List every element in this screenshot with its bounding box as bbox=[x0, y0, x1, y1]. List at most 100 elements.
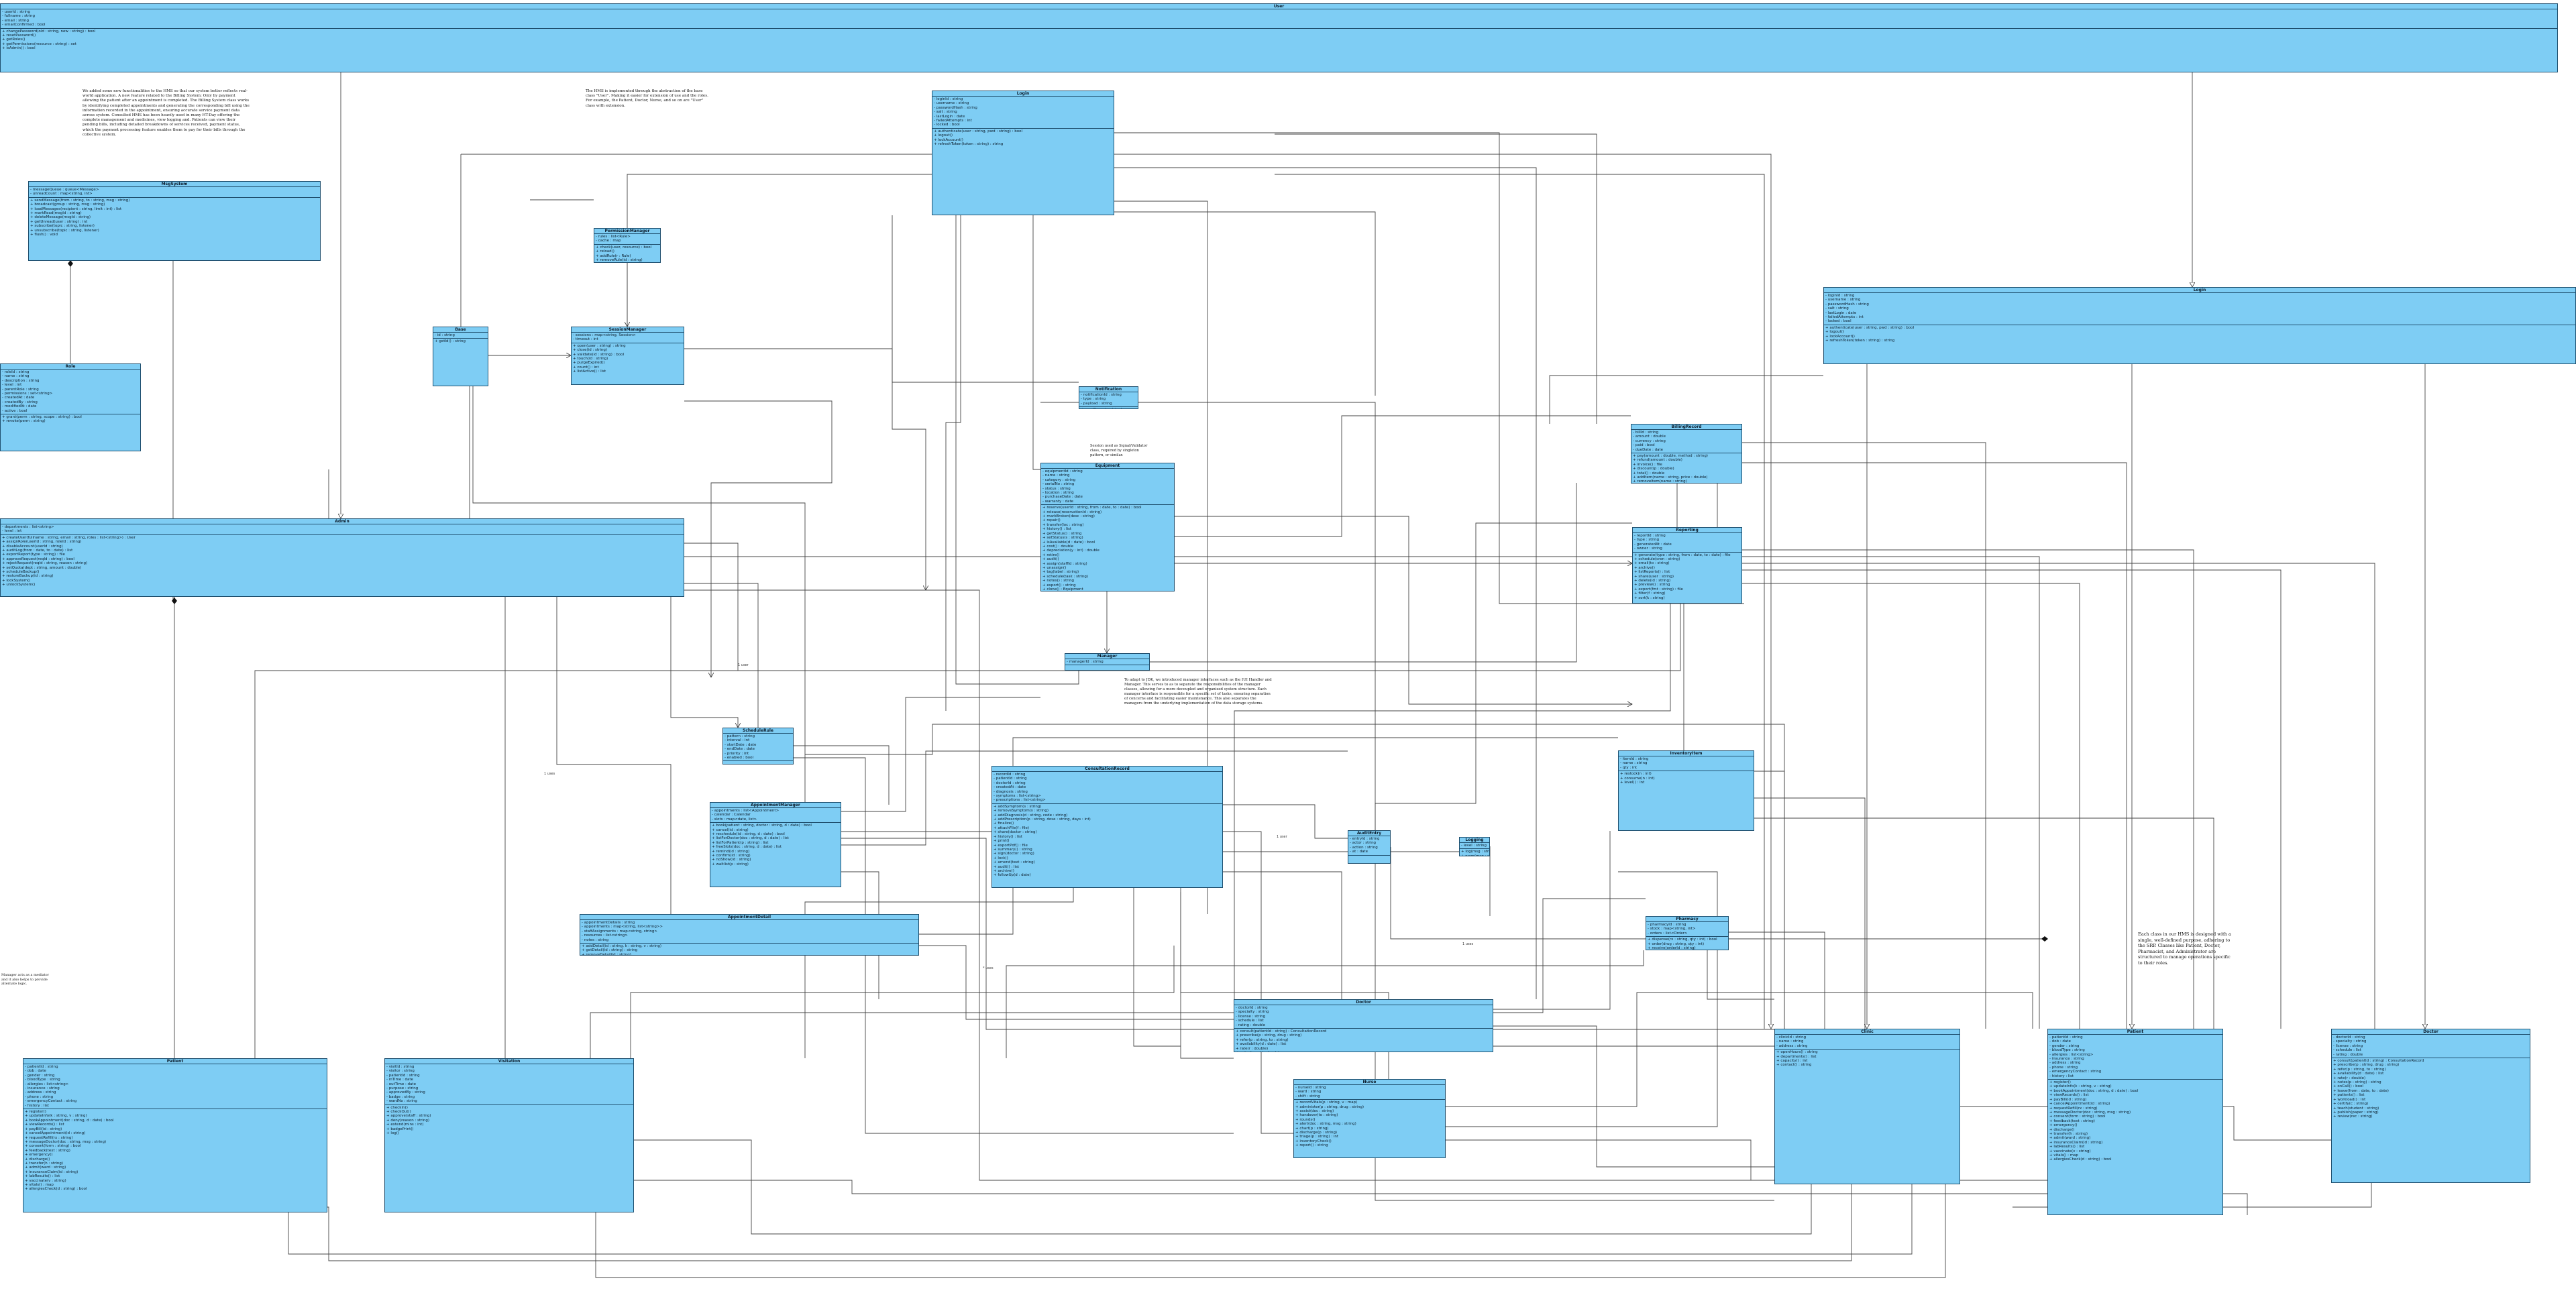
class-member: - warranty : date bbox=[1042, 499, 1074, 504]
class-member: - unreadCount : map<string, int> bbox=[30, 192, 93, 196]
class-member: - salt : string bbox=[1825, 306, 1849, 311]
class-member: - reportId : string bbox=[1634, 534, 1666, 538]
class-member: + feedback(text : string) bbox=[25, 1148, 70, 1153]
class-operations: + addDetail(id : string, k : string, v :… bbox=[580, 944, 918, 955]
class-member: - appointments : map<string, list<string… bbox=[582, 925, 663, 929]
class-name: BillingRecord bbox=[1631, 424, 1741, 430]
class-member: + updateInfo(k : string, v : string) bbox=[25, 1114, 87, 1119]
class-patient[interactable]: Patient - patientId : string- dob : date… bbox=[23, 1058, 327, 1212]
class-member: + resetPassword() bbox=[2, 34, 36, 38]
class-member: - notificationId : string bbox=[1081, 393, 1122, 397]
class-consultation[interactable]: ConsultationRecord - recordId : string- … bbox=[991, 766, 1223, 888]
class-farright[interactable]: Doctor - doctorId : string- specialty : … bbox=[2331, 1029, 2530, 1183]
class-role[interactable]: Role - roleId : string- name : string- d… bbox=[0, 363, 141, 451]
association-line bbox=[684, 583, 759, 728]
class-sms[interactable]: Manager - managerId : string bbox=[1065, 653, 1150, 671]
class-member: + register() bbox=[2049, 1080, 2071, 1085]
class-member: + register() bbox=[25, 1110, 46, 1115]
class-appointmentdetail[interactable]: AppointmentDetail - appointmentDetails :… bbox=[580, 914, 919, 956]
class-appointment[interactable]: AppointmentManager - appointments : list… bbox=[710, 802, 841, 887]
class-member: - fullname : string bbox=[2, 14, 35, 19]
class-member: + markBroken(desc : string) bbox=[1042, 514, 1095, 519]
class-name: ConsultationRecord bbox=[992, 767, 1222, 772]
class-operations: + register()+ updateInfo(k : string, v :… bbox=[23, 1109, 327, 1192]
class-member: + logout() bbox=[934, 133, 953, 138]
class-operations: + recordVitals(p : string, v : map)+ adm… bbox=[1294, 1100, 1445, 1148]
class-session[interactable]: SessionManager - sessions : map<string, … bbox=[571, 327, 684, 385]
class-member: - rating : double bbox=[1236, 1023, 1266, 1027]
class-member: + handover(to : string) bbox=[1295, 1113, 1338, 1118]
class-billing[interactable]: BillingRecord - billId : string- amount … bbox=[1631, 424, 1742, 484]
class-admin[interactable]: Admin - departments : list<string>- leve… bbox=[0, 518, 684, 597]
class-member: + removeSymptom(s : string) bbox=[994, 809, 1049, 813]
class-member: - outTime : date bbox=[386, 1082, 416, 1086]
class-user[interactable]: User - userId : string- fullname : strin… bbox=[0, 3, 2558, 72]
class-attributes: - visitId : string- visitor : string- pa… bbox=[385, 1064, 633, 1105]
association-line bbox=[1742, 569, 2282, 1029]
class-largeright[interactable]: Patient - patientId : string- dob : date… bbox=[2047, 1029, 2223, 1215]
class-member: - emergencyContact : string bbox=[25, 1099, 77, 1104]
class-member: + warn(msg : string) bbox=[1461, 854, 1489, 856]
class-member: - history : list bbox=[25, 1103, 50, 1108]
class-report[interactable]: Reporting - reportId : string- type : st… bbox=[1632, 527, 1742, 604]
class-audit[interactable]: AuditEntry - entryId : string- actor : s… bbox=[1348, 830, 1391, 864]
class-member: - lastLogin : date bbox=[1825, 310, 1857, 315]
class-member: - username : string bbox=[934, 101, 969, 106]
class-member: + onCall() : bool bbox=[2333, 1084, 2363, 1089]
class-attributes: - entryId : string- actor : string- acti… bbox=[1348, 836, 1390, 856]
class-attributes: - rules : list<Rule>- cache : map bbox=[594, 234, 660, 245]
class-member: - failedAttempts : int bbox=[1825, 315, 1864, 320]
class-operations: + grant(perm : string, scope : string) :… bbox=[1, 414, 140, 424]
class-member: - at : date bbox=[1350, 850, 1368, 854]
class-logging[interactable]: Logging - level : string + log(msg : str… bbox=[1459, 837, 1490, 856]
class-permission[interactable]: PermissionManager - rules : list<Rule>- … bbox=[594, 228, 661, 263]
association-line bbox=[1754, 771, 1785, 1029]
class-member: - salt : string bbox=[934, 110, 957, 115]
class-member: - amount : double bbox=[1633, 435, 1666, 439]
class-member: + reload() bbox=[596, 249, 614, 254]
class-member: + allergiesCheck(d : string) : bool bbox=[2049, 1157, 2112, 1162]
class-clinic[interactable]: Clinic - clinicId : string- name : strin… bbox=[1774, 1029, 1960, 1184]
class-member: - sessions : map<string, Session> bbox=[573, 333, 637, 337]
class-name: Doctor bbox=[2332, 1029, 2530, 1035]
class-member: - patientId : string bbox=[2049, 1035, 2083, 1039]
class-member: + listForPatient(p : string) : list bbox=[712, 840, 769, 845]
class-staff[interactable]: Login - loginId : string- username : str… bbox=[932, 91, 1114, 215]
class-member: - createdAt : date bbox=[994, 785, 1026, 790]
class-doctor[interactable]: Doctor - doctorId : string- specialty : … bbox=[1234, 999, 1493, 1052]
class-member: - enabled : bool bbox=[724, 756, 753, 760]
class-message[interactable]: MsgSystem - messageQueue : queue<Message… bbox=[28, 181, 321, 261]
class-member: + changePassword(old : string, new : str… bbox=[2, 29, 96, 34]
class-member: + viewRecords() : list bbox=[2049, 1093, 2089, 1098]
class-member: - specialty : string bbox=[1236, 1010, 1269, 1015]
class-visitlog[interactable]: Visitation - visitId : string- visitor :… bbox=[384, 1058, 634, 1212]
class-member: + openHours() : string bbox=[1776, 1050, 1818, 1055]
class-member: - specialty : string bbox=[2333, 1039, 2367, 1044]
class-member: - appointments : list<Appointment> bbox=[712, 809, 780, 813]
class-notify[interactable]: Notification - notificationId : string- … bbox=[1079, 386, 1138, 409]
class-base[interactable]: Base - id : string + getId() : string bbox=[433, 327, 488, 386]
class-operations: + dispense(rx : string, qty : int) : boo… bbox=[1646, 937, 1728, 950]
class-member: + vitals() : map bbox=[25, 1182, 54, 1187]
class-equipment[interactable]: Equipment - equipmentId : string- name :… bbox=[1040, 463, 1175, 591]
multiplicity-label: 1 uses bbox=[544, 772, 555, 776]
class-schedule[interactable]: ScheduleRule - pattern : string- interva… bbox=[722, 728, 794, 764]
class-member: - loginId : string bbox=[934, 97, 963, 101]
association-line bbox=[1754, 797, 1866, 1029]
class-member: + prescribe(p : string, drug : string) bbox=[1236, 1033, 1302, 1038]
class-member: + patients() : list bbox=[2333, 1093, 2365, 1098]
association-line bbox=[1275, 174, 1765, 1029]
class-member: - resources : list<string> bbox=[582, 933, 628, 938]
class-member: - staffAssignments : map<string, string> bbox=[582, 929, 658, 933]
class-staffnurse[interactable]: Nurse - nurseId : string- ward : string-… bbox=[1293, 1079, 1446, 1158]
class-operations: + authenticate(user : string, pwd : stri… bbox=[932, 129, 1114, 148]
class-pharmacy[interactable]: Pharmacy - pharmacyId : string- stock : … bbox=[1646, 916, 1729, 950]
class-member: + export() : string bbox=[1042, 583, 1076, 587]
class-member: + requestRefill(rx : string) bbox=[25, 1135, 73, 1140]
class-topright[interactable]: Login - loginId : string- username : str… bbox=[1823, 287, 2576, 364]
class-member: + updateInfo(k : string, v : string) bbox=[2049, 1084, 2112, 1089]
association-line bbox=[630, 946, 1175, 1058]
class-member: + availability(d : date) : list bbox=[2333, 1072, 2384, 1076]
class-inventory[interactable]: InventoryItem - itemId : string- name : … bbox=[1618, 750, 1754, 831]
association-line bbox=[627, 174, 973, 327]
